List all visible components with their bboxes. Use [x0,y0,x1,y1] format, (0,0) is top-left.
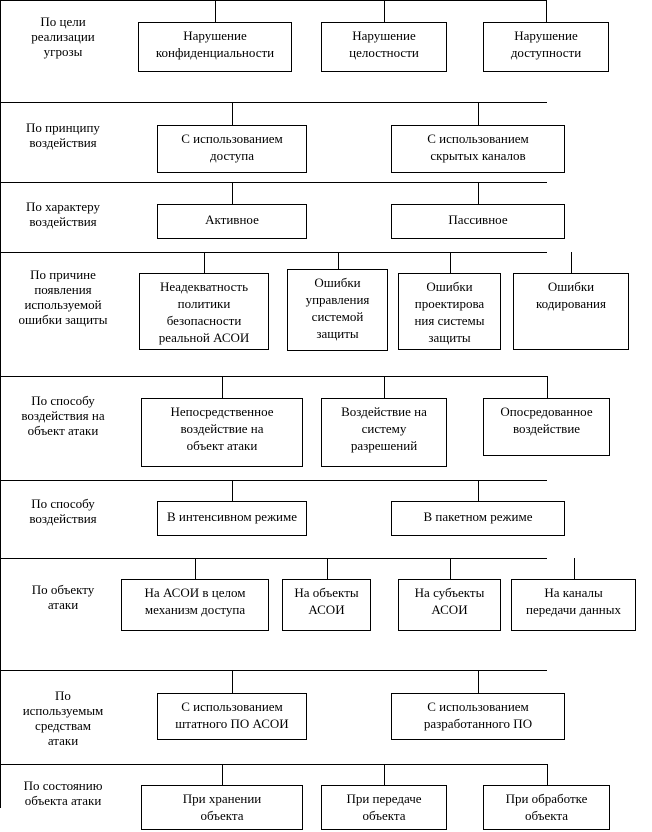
connector-method-0 [232,480,233,501]
connector-principle-1 [478,102,479,125]
connector-means-0 [232,670,233,693]
connector-state-1 [384,764,385,785]
connector-method-1 [478,480,479,501]
bus-line-goal [0,0,547,1]
node-state-2: При обработке объекта [483,785,610,830]
main-trunk [0,0,1,808]
bus-line-cause [0,252,547,253]
connector-object-1 [327,558,328,579]
connector-target-method-0 [222,376,223,398]
node-means-1: С использованием разработанного ПО [391,693,565,740]
category-label-state: По состоянию объекта атаки [23,778,103,808]
category-label-nature: По характеру воздействия [26,199,100,229]
node-target-method-2: Опосредованное воздействие [483,398,610,456]
bus-line-principle [0,102,547,103]
node-nature-1: Пассивное [391,204,565,239]
bus-line-nature [0,182,547,183]
node-principle-0: С использованием доступа [157,125,307,173]
connector-principle-0 [232,102,233,125]
node-cause-3: Ошибки кодирования [513,273,629,350]
bus-line-state [0,764,547,765]
connector-cause-3 [571,252,572,273]
connector-cause-1 [338,252,339,269]
connector-cause-2 [450,252,451,273]
node-method-0: В интенсивном режиме [157,501,307,536]
category-label-goal: По цели реализации угрозы [31,14,95,59]
connector-goal-1 [384,0,385,22]
node-method-1: В пакетном режиме [391,501,565,536]
category-label-cause: По причине появления используемой ошибки… [18,267,108,327]
node-object-1: На объекты АСОИ [282,579,371,631]
category-label-object: По объекту атаки [31,582,95,612]
connector-state-2 [547,764,548,785]
node-cause-2: Ошибки проектирова ния системы защиты [398,273,501,350]
category-label-principle: По принципу воздействия [26,120,100,150]
node-cause-0: Неадекватность политики безопасности реа… [139,273,269,350]
bus-line-object [0,558,547,559]
node-object-3: На каналы передачи данных [511,579,636,631]
node-goal-2: Нарушение доступности [483,22,609,72]
category-label-method: По способу воздействия [29,496,97,526]
connector-goal-0 [215,0,216,22]
connector-target-method-2 [547,376,548,398]
node-target-method-0: Непосредственное воздействие на объект а… [141,398,303,467]
connector-object-2 [450,558,451,579]
node-object-0: На АСОИ в целом механизм доступа [121,579,269,631]
bus-line-means [0,670,547,671]
node-goal-0: Нарушение конфиденциальности [138,22,292,72]
connector-object-0 [195,558,196,579]
node-goal-1: Нарушение целостности [321,22,447,72]
node-means-0: С использованием штатного ПО АСОИ [157,693,307,740]
node-nature-0: Активное [157,204,307,239]
node-cause-1: Ошибки управления системой защиты [287,269,388,351]
connector-means-1 [478,670,479,693]
connector-nature-1 [478,182,479,204]
node-target-method-1: Воздействие на систему разрешений [321,398,447,467]
connector-target-method-1 [384,376,385,398]
node-state-0: При хранении объекта [141,785,303,830]
connector-goal-2 [546,0,547,22]
bus-line-method [0,480,547,481]
connector-cause-0 [204,252,205,273]
connector-nature-0 [232,182,233,204]
category-label-means: По используемым средствам атаки [22,688,104,748]
node-object-2: На субъекты АСОИ [398,579,501,631]
bus-line-target-method [0,376,547,377]
node-state-1: При передаче объекта [321,785,447,830]
connector-state-0 [222,764,223,785]
category-label-target-method: По способу воздействия на объект атаки [21,393,105,438]
node-principle-1: С использованием скрытых каналов [391,125,565,173]
connector-object-3 [574,558,575,579]
